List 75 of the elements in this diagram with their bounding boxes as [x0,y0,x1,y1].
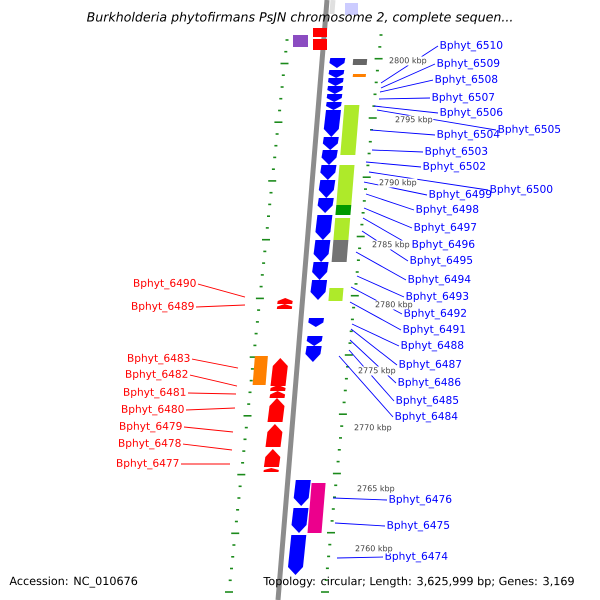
tick-label: 2790 kbp [378,178,418,188]
leader-line [190,374,238,386]
gene-label: Bphyt_6493 [406,292,468,302]
leader-line [196,304,246,308]
tick-label: 2785 kbp [371,240,410,250]
gene-label: Bphyt_6491 [404,324,466,336]
gene-label: Bphyt_6510 [440,40,502,52]
gene-label: Bphyt_6486 [398,378,460,388]
gene-label: Bphyt_6492 [404,308,466,320]
gene-label: Bphyt_6481 [124,388,186,398]
leader-line [332,498,388,500]
gene-label: Bphyt_6482 [126,370,188,380]
gene-label: Bphyt_6490 [134,278,196,290]
gene-label: Bphyt_6504 [438,130,500,140]
tick-label: 2760 kbp [354,544,394,554]
leader-line [192,358,238,368]
tick-label: 2770 kbp [353,424,392,432]
gene-label: Bphyt_6489 [132,302,194,312]
tick-label: 2800 kbp [388,56,428,66]
gene-label: Bphyt_6507 [432,92,494,104]
gene-label: Bphyt_6485 [396,396,458,406]
leader-line [378,98,430,100]
gene-label: Bphyt_6487 [400,360,462,370]
leader-line [336,556,384,558]
leader-line [364,208,412,228]
gene-label: Bphyt_6508 [436,74,498,86]
gene-label: Bphyt_6476 [390,494,452,506]
gene-label: Bphyt_6499 [430,190,492,200]
gene-label: Bphyt_6500 [490,184,552,196]
title: Burkholderia phytofirmans PsJN chromosome 2, complete sequen... [86,12,512,24]
tick-label: 2765 kbp [356,484,396,494]
gene-label: Bphyt_6495 [410,256,472,266]
leader-line [370,130,436,136]
leader-line [182,444,232,450]
gene-label: Bphyt_6494 [408,274,470,286]
leader-line [188,392,236,394]
gene-label: Bphyt_6496 [412,240,474,250]
gene-label: Bphyt_6478 [119,438,181,450]
gene-label: Bphyt_6474 [386,552,448,562]
leader-line [198,284,246,298]
leader-line [366,194,414,210]
leader-line [350,302,402,330]
leader-line [334,522,386,526]
gene-label: Bphyt_6497 [414,222,476,234]
gene-label: Bphyt_6475 [388,520,450,532]
gene-label: Bphyt_6502 [424,162,485,172]
leader-line [352,324,400,346]
summary-text: Topology: circular; Length: 3,625,999 bp; Genes: 3,169 [263,576,574,588]
leader-line [186,408,236,410]
leader-line [350,328,398,366]
leader-line [380,80,434,92]
gene-label: Bphyt_6509 [438,58,500,70]
gene-label: Bphyt_6498 [416,204,478,216]
leader-line [356,276,404,298]
gene-label: Bphyt_6477 [117,458,178,470]
gene-label: Bphyt_6484 [396,412,458,422]
leader-line [184,426,234,432]
gene-label: Bphyt_6505 [498,124,560,136]
leader-line [374,106,438,114]
accession-text: Accession: NC_010676 [10,576,138,588]
gene-label: Bphyt_6480 [122,404,184,416]
gene-label: Bphyt_6479 [120,422,182,432]
tick-label: 2795 kbp [394,116,434,124]
tick-label: 2775 kbp [357,366,396,376]
leader-line [366,162,422,168]
gene-label: Bphyt_6488 [402,340,464,352]
tick-label: 2780 kbp [374,300,414,310]
gene-label: Bphyt_6506 [440,108,502,118]
leader-line [380,64,436,88]
leader-line [372,150,424,152]
leader-line [338,356,394,418]
leader-line [368,172,488,190]
leader-line [356,252,406,280]
gene-label: Bphyt_6503 [426,146,488,158]
gene-label: Bphyt_6483 [128,354,190,364]
